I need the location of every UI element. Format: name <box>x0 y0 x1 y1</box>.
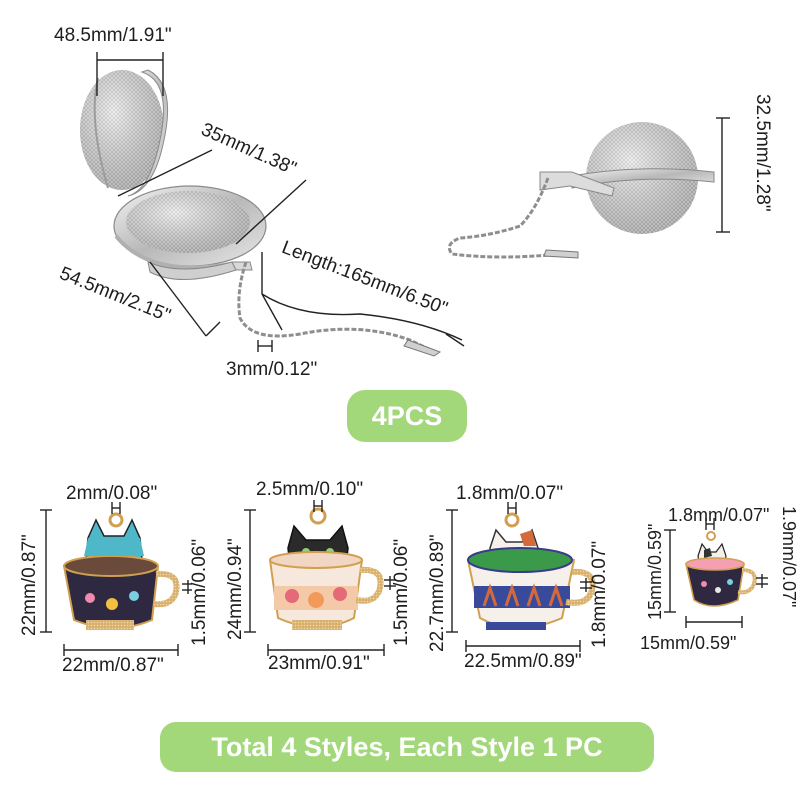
charm1-loop: 2mm/0.08" <box>66 483 158 504</box>
open-infuser <box>80 69 442 357</box>
charm3-handle: 1.8mm/0.07" <box>589 540 610 648</box>
charm2-loop: 2.5mm/0.10" <box>256 479 364 500</box>
charm1-height: 22mm/0.87" <box>19 534 40 636</box>
charm-calico-cat <box>466 512 596 630</box>
charm4-width: 15mm/0.59" <box>640 633 737 653</box>
dim-ball-height: 32.5mm/1.28" <box>752 94 773 212</box>
charm3-height: 22.7mm/0.89" <box>427 534 448 652</box>
closed-infuser <box>447 122 715 259</box>
charm2-width: 23mm/0.91" <box>268 653 370 674</box>
charm1-handle: 1.5mm/0.06" <box>189 538 210 646</box>
charm4-height: 15mm/0.59" <box>645 523 665 620</box>
charm-black-cat <box>268 507 384 630</box>
styles-badge: Total 4 Styles, Each Style 1 PC <box>160 722 654 772</box>
charm3-width: 22.5mm/0.89" <box>464 651 582 672</box>
charm2-handle: 1.5mm/0.06" <box>391 538 412 646</box>
charm-small-cat <box>685 531 757 607</box>
dim-top-width: 48.5mm/1.91" <box>54 25 172 46</box>
charm-blue-cat <box>62 512 180 630</box>
dim-chain-width: 3mm/0.12" <box>226 359 318 380</box>
charm1-width: 22mm/0.87" <box>62 655 164 676</box>
charm2-height: 24mm/0.94" <box>225 538 246 640</box>
charm4-handle: 1.9mm/0.07" <box>779 506 799 608</box>
quantity-badge: 4PCS <box>347 390 467 442</box>
charm3-loop: 1.8mm/0.07" <box>456 483 564 504</box>
infuser-dimension-lines <box>96 52 730 352</box>
charm-dimension-lines <box>40 500 768 656</box>
ball-chain <box>447 177 578 259</box>
charm4-loop: 1.8mm/0.07" <box>668 505 770 525</box>
